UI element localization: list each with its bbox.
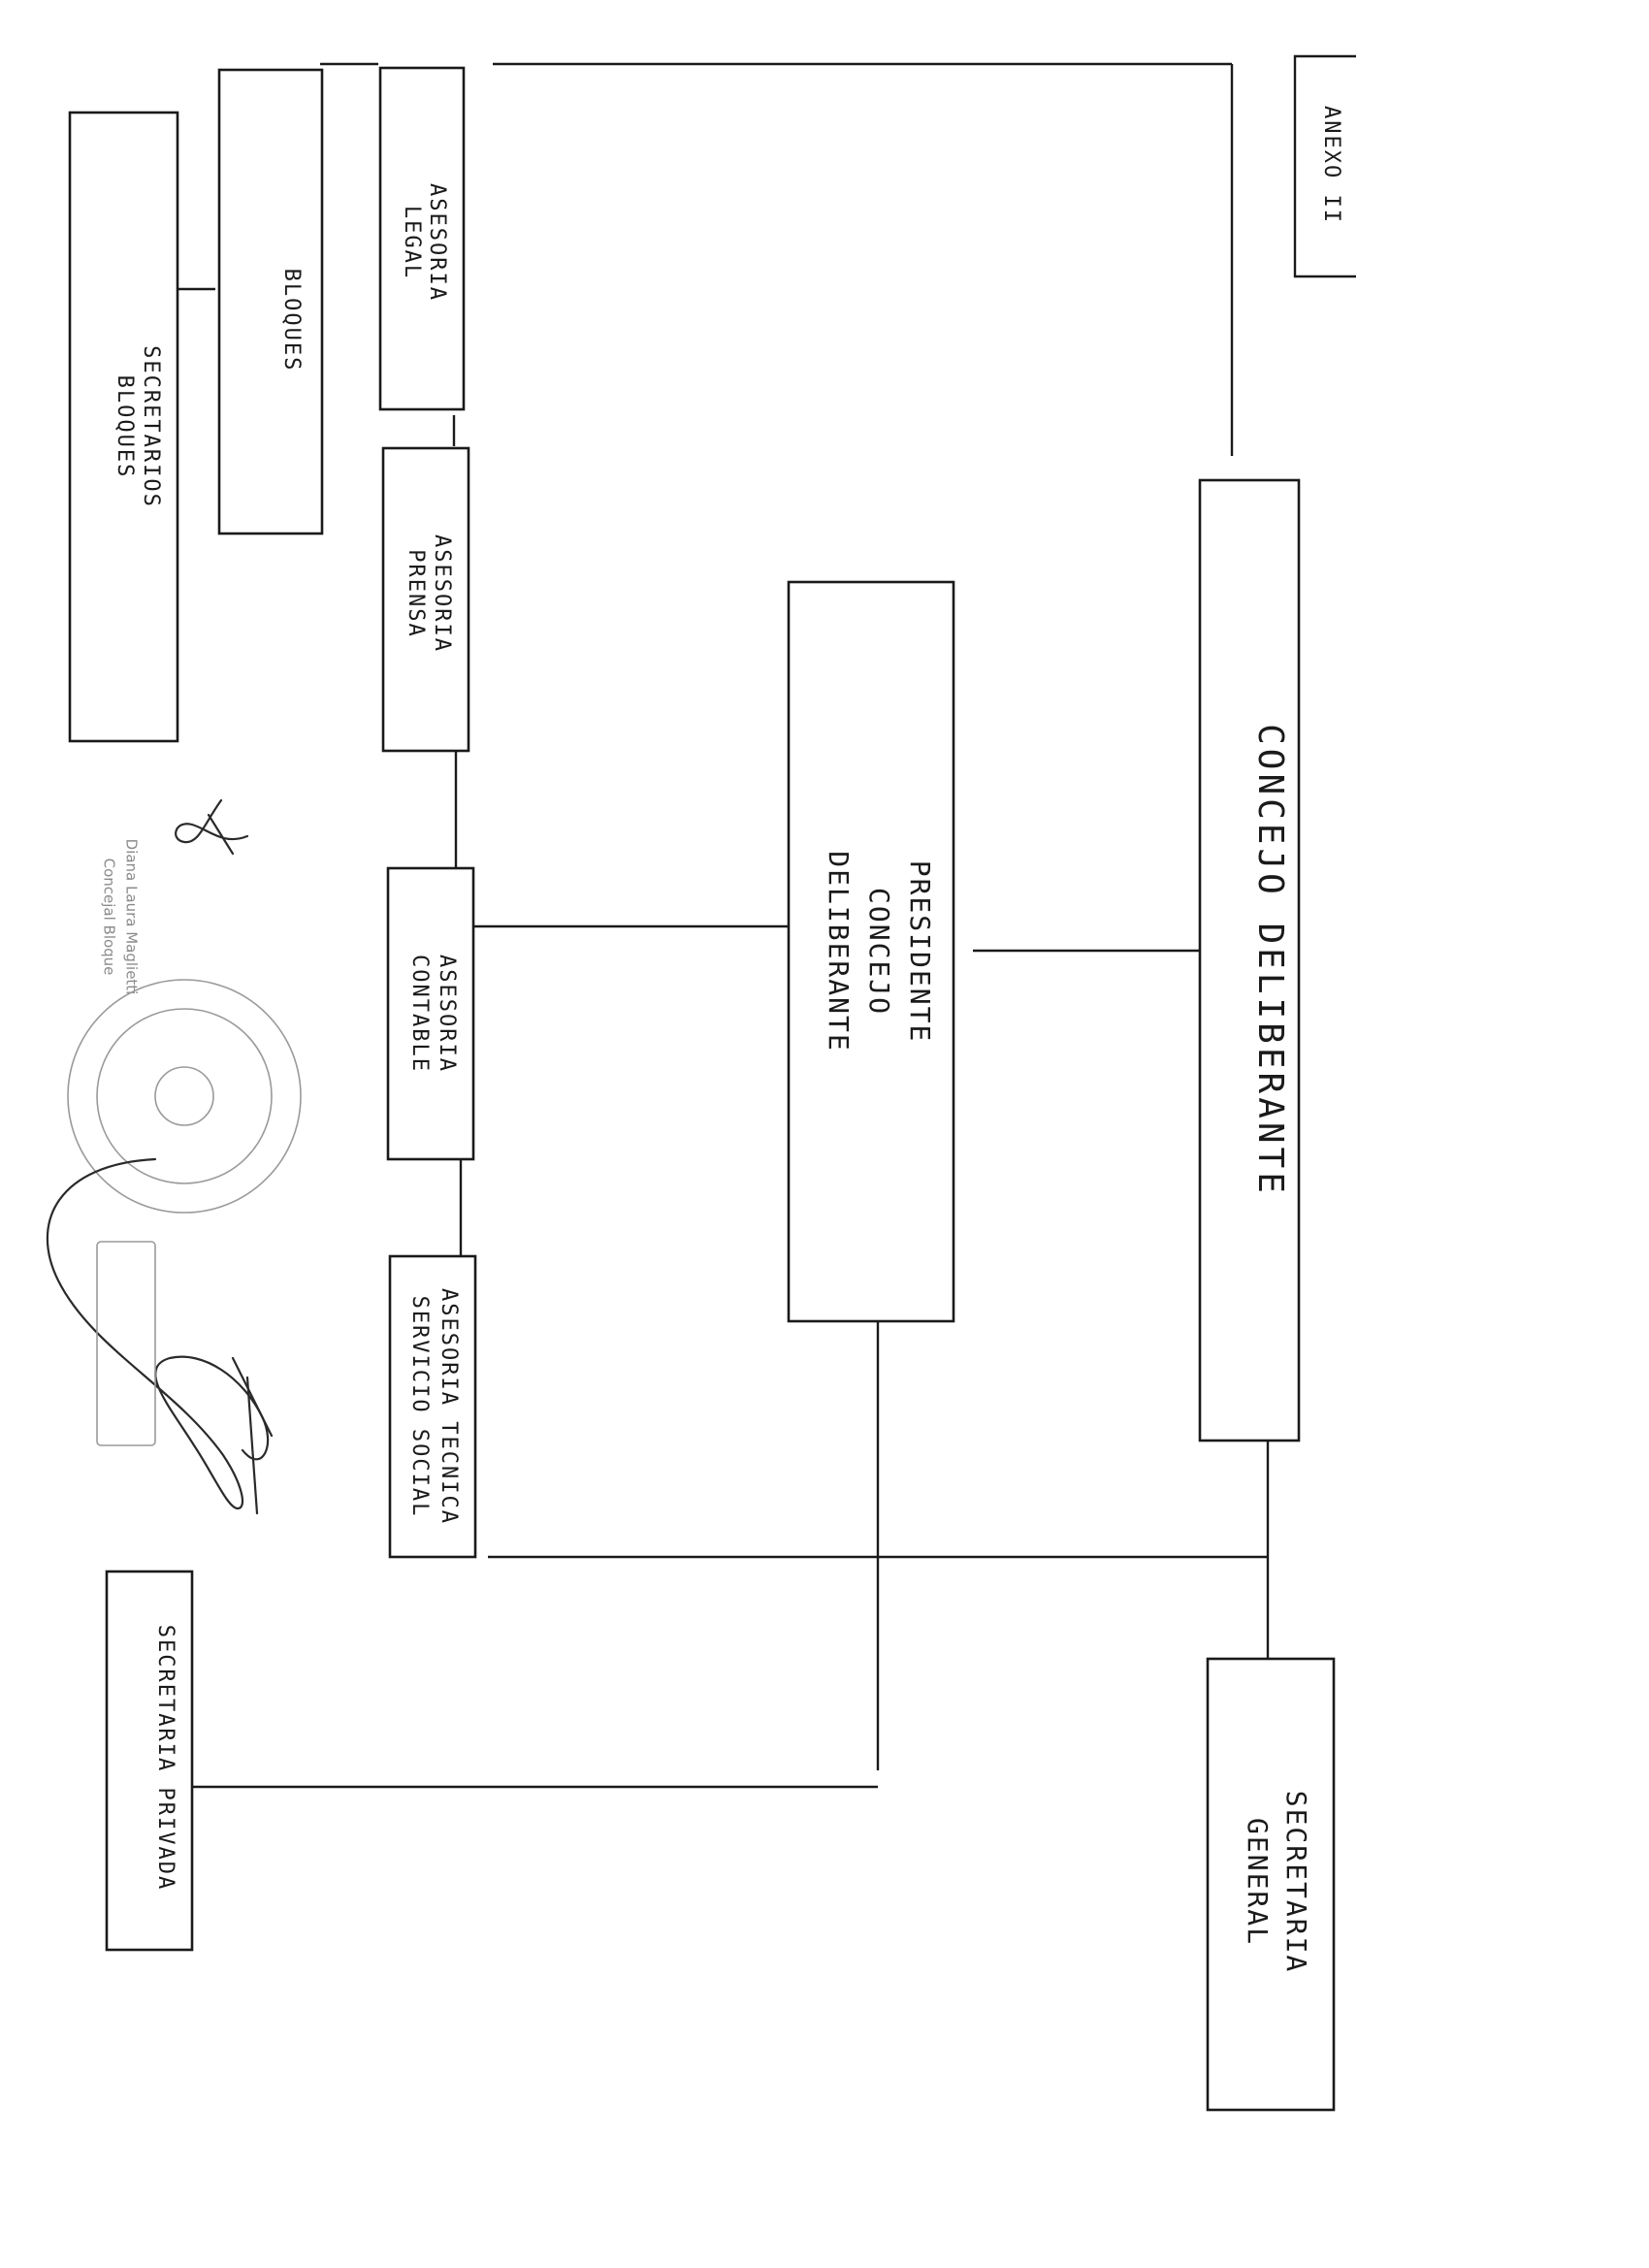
box-asesoria-tecnica: ASESORIA TECNICA SERVICIO SOCIAL bbox=[388, 1254, 477, 1559]
signature-stamp-1: Diana Laura Maglietti Concejal Bloque bbox=[101, 798, 249, 995]
secretarios-bloques-line-1: SECRETARIOS bbox=[139, 345, 163, 508]
box-secretaria-general: SECRETARIA GENERAL bbox=[1206, 1657, 1336, 2112]
box-asesoria-contable: ASESORIA CONTABLE bbox=[386, 866, 475, 1161]
presidente-line-3: DELIBERANTE bbox=[823, 851, 855, 1052]
secretaria-general-line-2: GENERAL bbox=[1242, 1818, 1274, 1946]
asesoria-legal-line-2: LEGAL bbox=[400, 206, 424, 279]
signature-stamp-2 bbox=[46, 1157, 274, 1515]
secretaria-general-line-1: SECRETARIA bbox=[1280, 1791, 1312, 1974]
asesoria-legal-line-1: ASESORIA bbox=[425, 183, 449, 302]
box-concejo-deliberante: CONCEJO DELIBERANTE bbox=[1198, 478, 1301, 1442]
stamp-1-role: Concejal Bloque bbox=[101, 859, 118, 976]
asesoria-contable-line-2: CONTABLE bbox=[407, 955, 432, 1073]
asesoria-prensa-line-1: ASESORIA bbox=[430, 535, 454, 653]
box-annex: ANEXO II bbox=[1293, 54, 1356, 278]
annex-label: ANEXO II bbox=[1319, 106, 1343, 224]
box-secretaria-privada: SECRETARIA PRIVADA bbox=[105, 1570, 194, 1952]
box-asesoria-legal: ASESORIA LEGAL bbox=[378, 66, 466, 411]
box-secretarios-bloques: SECRETARIOS BLOQUES bbox=[68, 111, 179, 743]
bloques-label: BLOQUES bbox=[279, 269, 304, 373]
concejo-label: CONCEJO DELIBERANTE bbox=[1250, 724, 1290, 1197]
stamp-1-name: Diana Laura Maglietti bbox=[123, 839, 141, 995]
box-bloques: BLOQUES bbox=[217, 68, 324, 535]
asesoria-tecnica-line-1: ASESORIA TECNICA bbox=[436, 1288, 461, 1525]
asesoria-tecnica-line-2: SERVICIO SOCIAL bbox=[407, 1296, 432, 1518]
signature-2 bbox=[46, 1157, 270, 1510]
connectors bbox=[178, 62, 1270, 1789]
presidente-line-1: PRESIDENTE bbox=[904, 860, 936, 1044]
signature-1 bbox=[175, 798, 249, 844]
presidente-line-2: CONCEJO bbox=[863, 888, 895, 1016]
box-asesoria-prensa: ASESORIA PRENSA bbox=[381, 446, 470, 753]
asesoria-prensa-line-2: PRENSA bbox=[404, 549, 428, 637]
official-seal bbox=[67, 979, 302, 1214]
asesoria-contable-line-1: ASESORIA bbox=[435, 955, 459, 1073]
secretarios-bloques-line-2: BLOQUES bbox=[113, 375, 137, 479]
box-presidente: PRESIDENTE CONCEJO DELIBERANTE bbox=[787, 580, 955, 1323]
secretaria-privada-label: SECRETARIA PRIVADA bbox=[153, 1625, 178, 1891]
